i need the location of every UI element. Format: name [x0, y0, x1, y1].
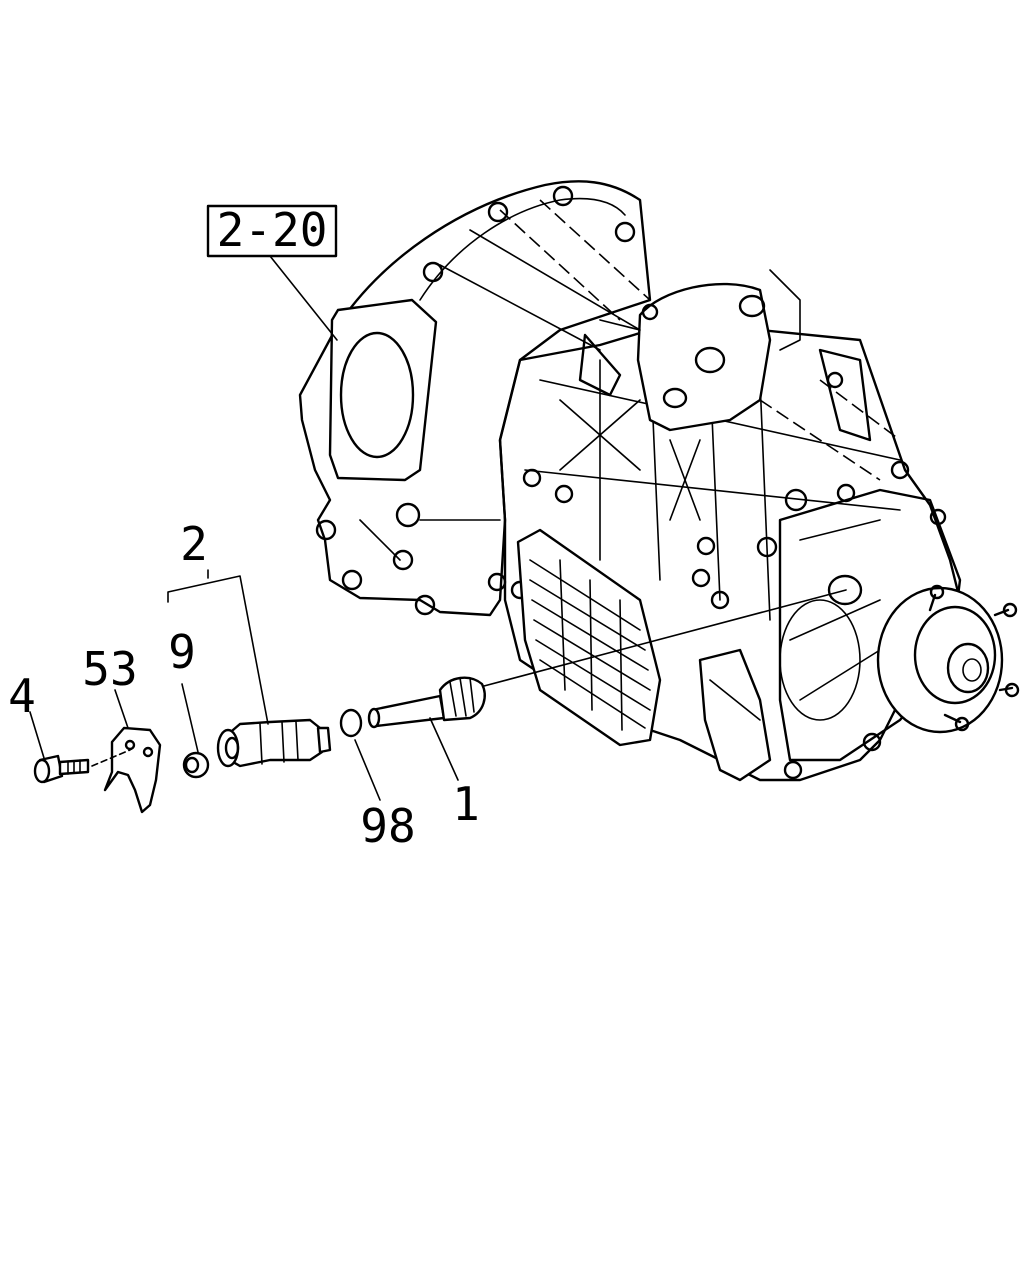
callout-label-9: 9	[168, 625, 196, 679]
bushing	[182, 751, 210, 779]
callout-label-98: 98	[360, 799, 415, 853]
callout-2-20: 2-20	[206, 203, 338, 258]
gear-insertion-leader	[483, 589, 847, 687]
callout-label-2-20: 2-20	[217, 203, 328, 257]
callout-leaders	[29, 255, 459, 801]
bracket	[103, 726, 162, 814]
callout-label-4: 4	[8, 669, 36, 723]
callout-label-2: 2	[180, 517, 208, 571]
transmission-housing	[298, 180, 1020, 782]
driven-gear-shaft	[367, 676, 486, 729]
o-ring	[339, 708, 363, 738]
bolt-alignment-line	[91, 749, 131, 767]
callout-label-53: 53	[82, 642, 137, 696]
output-flange	[876, 584, 1020, 734]
callout-label-1: 1	[452, 777, 480, 831]
speed-sensor-assembly	[216, 718, 332, 768]
bolt	[33, 754, 90, 784]
